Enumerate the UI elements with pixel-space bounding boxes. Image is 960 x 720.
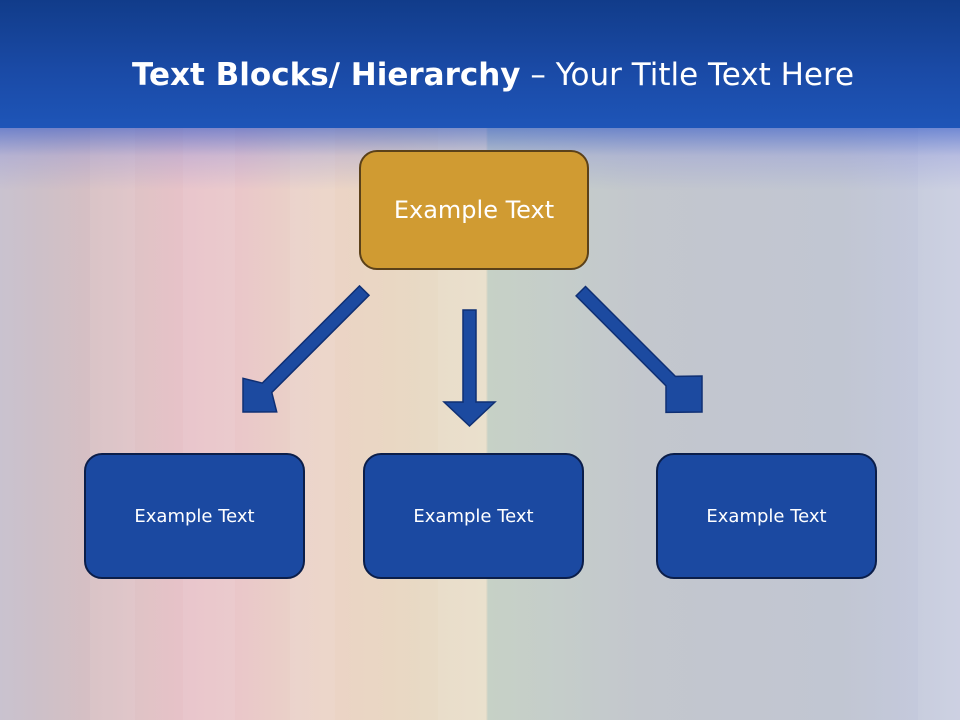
parent-text-block-label: Example Text xyxy=(393,196,555,224)
arrow-to-right-block xyxy=(575,285,703,414)
slide-title-bold: Text Blocks/ Hierarchy xyxy=(132,57,521,93)
parent-text-block[interactable]: Example Text xyxy=(359,150,589,270)
child-text-block-left[interactable]: Example Text xyxy=(84,453,305,579)
title-bar xyxy=(0,0,960,128)
arrow-to-left-block xyxy=(242,284,371,413)
slide-title-separator: – xyxy=(520,57,556,93)
child-text-block-right[interactable]: Example Text xyxy=(656,453,877,579)
child-text-block-label: Example Text xyxy=(706,505,827,527)
slide-title-rest: Your Title Text Here xyxy=(555,57,855,93)
child-text-block-label: Example Text xyxy=(134,505,255,527)
arrow-to-middle-block xyxy=(442,309,497,428)
child-text-block-middle[interactable]: Example Text xyxy=(363,453,584,579)
slide-title: Text Blocks/ Hierarchy – Your Title Text… xyxy=(132,50,912,100)
child-text-block-label: Example Text xyxy=(413,505,534,527)
